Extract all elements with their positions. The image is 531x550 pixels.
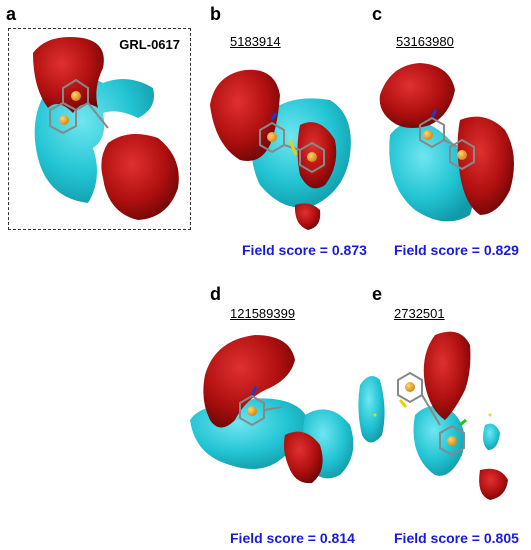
field-surface-graphic <box>358 331 508 500</box>
panel-label: b <box>210 4 221 24</box>
field-score: Field score = 0.814 <box>230 530 355 546</box>
panel-label: c <box>372 4 383 24</box>
field-score: Field score = 0.829 <box>394 242 519 258</box>
panel-c: c 53163980 Field score = 0.829 <box>370 0 531 270</box>
panel-a: a GRL-0617 <box>0 0 200 240</box>
field-surface-graphic <box>33 37 179 220</box>
compound-id: 5183914 <box>230 34 281 49</box>
field-surface-graphic <box>379 63 514 222</box>
field-score: Field score = 0.805 <box>394 530 519 546</box>
compound-id: 121589399 <box>230 306 296 321</box>
panel-label: a <box>6 4 17 24</box>
compound-id: 2732501 <box>394 306 445 321</box>
field-score: Field score = 0.873 <box>242 242 367 258</box>
field-surface-graphic <box>210 69 351 230</box>
panel-e: e 2732501 Field score = 0.805 <box>358 280 531 550</box>
panel-b: b 5183914 Field score = 0.873 <box>200 0 370 270</box>
panel-label: d <box>210 284 221 304</box>
panel-label: e <box>372 284 383 304</box>
reference-compound-name: GRL-0617 <box>119 37 180 52</box>
panel-d: d 121589399 Field score = 0.814 <box>190 280 370 550</box>
field-surface-graphic <box>190 335 354 484</box>
compound-id: 53163980 <box>396 34 454 49</box>
reference-frame: GRL-0617 <box>8 28 191 230</box>
